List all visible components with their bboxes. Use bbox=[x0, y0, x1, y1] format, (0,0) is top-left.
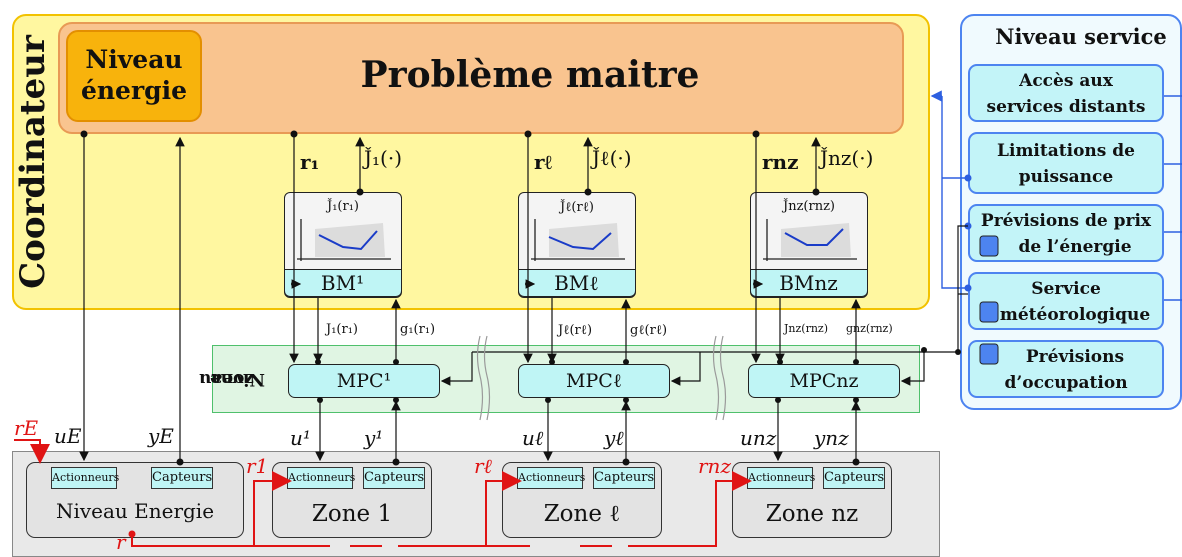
master-problem-title: Problème maitre bbox=[360, 54, 700, 96]
signal-g1: g₁(r₁) bbox=[400, 322, 436, 337]
sensors-tag: Capteurs bbox=[363, 467, 425, 489]
signal-uE: uE bbox=[54, 424, 82, 448]
zone-1-name: Zone 1 bbox=[311, 501, 393, 527]
energy-plant-name: Niveau Energie bbox=[55, 499, 215, 523]
signal-ref-rnz: rnz bbox=[698, 454, 731, 478]
signal-jl: J̌ℓ(·) bbox=[592, 146, 632, 170]
bm-block-nz: J̌nz(rnz) BMnz bbox=[749, 192, 868, 298]
signal-yE: yE bbox=[148, 424, 174, 448]
signal-r1: r₁ bbox=[300, 150, 320, 174]
bm-label-nz: BMnz bbox=[749, 269, 868, 297]
signal-Jl: Jℓ(rℓ) bbox=[558, 323, 593, 338]
database-icon bbox=[979, 235, 999, 365]
zone-l-name: Zone ℓ bbox=[543, 501, 621, 527]
zone-nz-plant: Actionneurs Capteurs Zone nz bbox=[732, 462, 892, 538]
energy-level-line1: Niveau bbox=[85, 45, 183, 74]
signal-ref-r1: r1 bbox=[246, 454, 269, 478]
signal-ref-r: r bbox=[116, 530, 126, 554]
cost-curve-icon bbox=[531, 219, 625, 261]
signal-ref-rl: rℓ bbox=[474, 454, 492, 478]
cost-curve-icon bbox=[763, 219, 857, 261]
signal-gnz: gnz(rnz) bbox=[846, 322, 893, 335]
service-level-title: Niveau service bbox=[995, 24, 1167, 49]
signal-rl: rℓ bbox=[534, 150, 553, 174]
actuators-tag: Actionneurs bbox=[747, 467, 815, 489]
mpc-block-nz: MPCnz bbox=[748, 364, 900, 398]
cost-curve-icon bbox=[297, 219, 391, 261]
zone-1-plant: Actionneurs Capteurs Zone 1 bbox=[272, 462, 432, 538]
bm-plot-label-1: J̌₁(r₁) bbox=[327, 199, 359, 214]
signal-unz: unz bbox=[740, 426, 777, 450]
bm-label-l: BMℓ bbox=[517, 269, 636, 297]
actuators-tag: Actionneurs bbox=[517, 467, 585, 489]
signal-rE: rE bbox=[14, 416, 39, 440]
energy-level-box: Niveau énergie bbox=[66, 30, 202, 122]
signal-u1: u¹ bbox=[290, 426, 311, 450]
bm-plot-label-l: J̌ℓ(rℓ) bbox=[559, 200, 595, 215]
bm-plot-label-nz: J̌nz(rnz) bbox=[782, 199, 835, 214]
mpc-block-1: MPC¹ bbox=[288, 364, 440, 398]
energy-level-plant: Actionneurs Capteurs Niveau Energie bbox=[26, 462, 244, 538]
zone-l-plant: Actionneurs Capteurs Zone ℓ bbox=[502, 462, 662, 538]
actuators-tag: Actionneurs bbox=[287, 467, 355, 489]
signal-rnz: rnz bbox=[762, 150, 799, 174]
bm-block-1: J̌₁(r₁) BM¹ bbox=[283, 192, 402, 298]
signal-J1: J₁(r₁) bbox=[326, 322, 358, 337]
actuators-tag: Actionneurs bbox=[51, 467, 119, 489]
signal-gl: gℓ(rℓ) bbox=[630, 323, 668, 338]
zone-nz-name: Zone nz bbox=[765, 501, 859, 527]
sensors-tag: Capteurs bbox=[151, 467, 213, 489]
mpc-block-l: MPCℓ bbox=[518, 364, 670, 398]
signal-jnz: J̌nz(·) bbox=[820, 146, 874, 170]
bm-label-1: BM¹ bbox=[283, 269, 402, 297]
signal-ul: uℓ bbox=[522, 426, 544, 450]
signal-ynz: ynz bbox=[814, 426, 849, 450]
sensors-tag: Capteurs bbox=[593, 467, 655, 489]
signal-yl: yℓ bbox=[604, 426, 624, 450]
energy-level-line2: énergie bbox=[80, 76, 188, 105]
signal-j1: J̌₁(·) bbox=[364, 146, 402, 170]
bm-block-l: J̌ℓ(rℓ) BMℓ bbox=[517, 192, 636, 298]
sensors-tag: Capteurs bbox=[823, 467, 885, 489]
signal-y1: y¹ bbox=[364, 426, 384, 450]
signal-Jnz: Jnz(rnz) bbox=[784, 322, 829, 335]
